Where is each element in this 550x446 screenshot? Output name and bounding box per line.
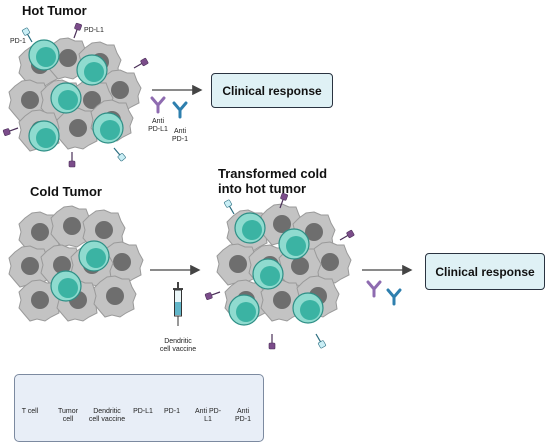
syringe-icon xyxy=(173,282,183,326)
pd-l1-receptor xyxy=(70,22,83,40)
transformed-tumor-cluster xyxy=(204,192,356,350)
anti-pd-1-antibody-icon xyxy=(172,101,188,119)
anti-pd-l1-label: Anti PD-L1 xyxy=(148,118,168,133)
clinical-response-box-2: Clinical response xyxy=(425,253,545,290)
dendritic-cell-vaccine-label: Dendritic cell vaccine xyxy=(159,338,197,353)
transformed-title-line1: Transformed cold xyxy=(218,166,328,181)
clinical-response-box-1: Clinical response xyxy=(211,73,333,108)
anti-pd-l1-antibody-icon-2 xyxy=(366,280,382,298)
anti-pd-1-antibody-icon-2 xyxy=(386,288,402,306)
cold-tumor-title: Cold Tumor xyxy=(30,184,102,199)
legend-label-anti-pd-l1: Anti PD-L1 xyxy=(194,408,222,423)
cold-tumor-cluster xyxy=(8,205,144,322)
anti-pd-1-label: Anti PD-1 xyxy=(172,128,188,143)
legend-label-pd-1: PD-1 xyxy=(164,408,180,415)
legend-label-dendritic-vaccine: Dendritic cell vaccine xyxy=(88,408,126,423)
pd-1-label: PD-1 xyxy=(10,38,26,45)
transformed-title-line2: into hot tumor xyxy=(218,181,307,196)
hot-tumor-title: Hot Tumor xyxy=(22,3,87,18)
pd-l1-label: PD-L1 xyxy=(84,27,104,34)
legend-label-tumor-cell: Tumor cell xyxy=(58,408,78,423)
legend-box xyxy=(14,374,264,442)
legend-label-anti-pd-1: Anti PD-1 xyxy=(235,408,251,423)
legend-label-pd-l1: PD-L1 xyxy=(133,408,153,415)
anti-pd-l1-antibody-icon xyxy=(150,96,166,114)
legend-label-t-cell: T cell xyxy=(21,408,39,415)
